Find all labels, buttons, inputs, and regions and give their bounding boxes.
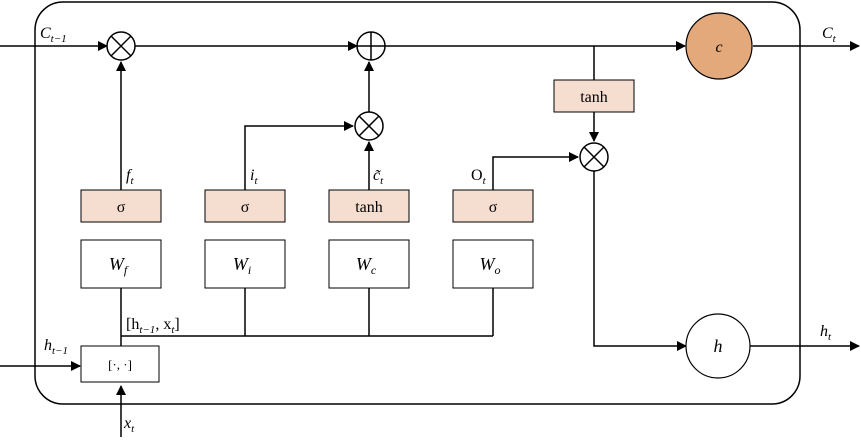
circle-plus-icon <box>356 31 386 61</box>
forget-gate: σ Wf ft <box>80 167 162 289</box>
input-signal-label: it <box>250 167 258 187</box>
candidate-signal-label: c̃t <box>373 167 384 187</box>
output-signal-label: Ot <box>471 167 487 187</box>
h-t-label: ht <box>820 323 832 343</box>
output-tanh-label: tanh <box>580 89 608 106</box>
output-gate: σ Wo Ot <box>452 167 534 289</box>
candidate-activation-label: tanh <box>355 199 383 216</box>
h-prev-label: ht−1 <box>44 337 68 357</box>
circle-times-icon <box>579 142 609 172</box>
output-tanh-box: tanh <box>553 79 635 113</box>
concat-annotation: [ht−1, xt] <box>126 316 180 336</box>
forget-activation-label: σ <box>117 199 126 216</box>
wc-label: Wc <box>356 254 377 277</box>
cell-state-node: c <box>685 12 753 80</box>
hidden-state-label: h <box>714 336 723 356</box>
wf-label: Wf <box>109 254 129 277</box>
mult-to-h-line <box>593 171 687 351</box>
concat-label: [·, ·] <box>108 357 132 372</box>
circle-times-icon <box>106 31 136 61</box>
hidden-state-node: h <box>685 313 751 379</box>
input-gate-line <box>244 121 354 190</box>
candidate-gate: tanh Wc c̃t <box>328 167 410 289</box>
wo-label: Wo <box>480 254 501 277</box>
circle-times-icon <box>354 111 384 141</box>
concat-box: [·, ·] <box>80 345 160 383</box>
wi-label: Wi <box>233 254 251 277</box>
output-gate-line <box>492 152 579 190</box>
c-t-label: Ct <box>822 25 837 45</box>
input-gate: σ Wi it <box>204 167 286 289</box>
x-t-label: xt <box>123 415 135 435</box>
forget-signal-label: ft <box>126 167 134 187</box>
input-activation-label: σ <box>241 199 250 216</box>
output-activation-label: σ <box>489 199 498 216</box>
cell-state-label: c <box>715 39 722 56</box>
c-prev-label: Ct−1 <box>40 25 67 45</box>
